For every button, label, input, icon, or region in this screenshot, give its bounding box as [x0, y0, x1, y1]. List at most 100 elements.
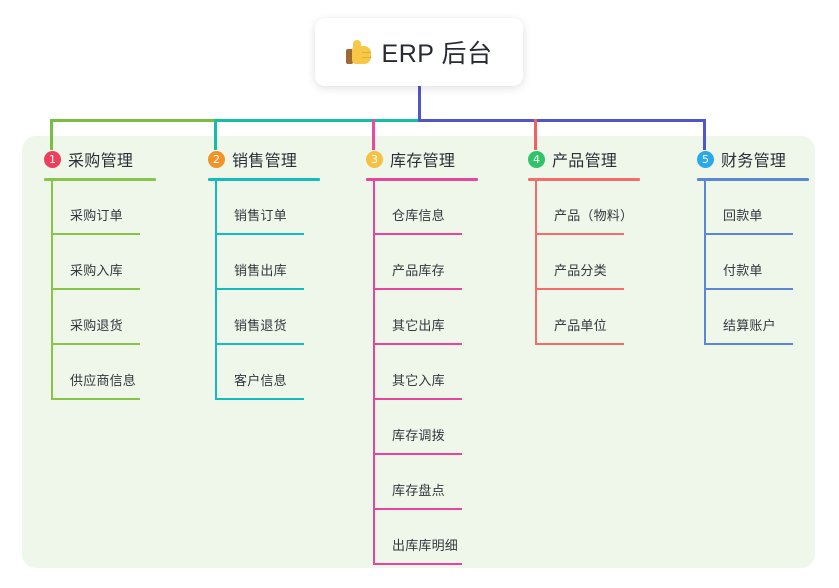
connector-drop-3 [372, 119, 375, 150]
list-item-rule [704, 343, 793, 345]
list-item-label: 产品分类 [554, 263, 607, 278]
list-item[interactable]: 付款单 [704, 235, 793, 290]
column-badge-1: 1 [44, 150, 61, 168]
list-item-rule [215, 233, 304, 235]
column-header-4[interactable]: 4 产品管理 [528, 146, 617, 172]
thumbs-up-icon [345, 40, 372, 66]
column-spine-4 [535, 180, 537, 345]
list-item[interactable]: 供应商信息 [51, 345, 140, 400]
list-item-label: 产品单位 [554, 318, 607, 333]
list-item-label: 结算账户 [723, 318, 776, 333]
mindmap-panel [22, 136, 815, 568]
list-item[interactable]: 库存盘点 [373, 455, 462, 510]
column-header-2[interactable]: 2 销售管理 [208, 146, 297, 172]
column-title-3: 库存管理 [390, 153, 456, 170]
list-item-rule [373, 343, 462, 345]
list-item-label: 库存调拨 [392, 428, 445, 443]
column-4: 4 产品管理产品（物料） 产品分类产品单位 [528, 146, 640, 345]
column-item-list-5: 回款单付款单结算账户 [704, 180, 793, 345]
column-badge-4: 4 [528, 150, 545, 168]
list-item-label: 采购入库 [70, 263, 123, 278]
column-title-2: 销售管理 [232, 153, 298, 170]
connector-drop-2 [214, 119, 217, 150]
list-item[interactable]: 产品库存 [373, 235, 462, 290]
list-item[interactable]: 采购退货 [51, 290, 140, 345]
list-item[interactable]: 其它出库 [373, 290, 462, 345]
list-item-label: 采购退货 [70, 318, 123, 333]
list-item[interactable]: 其它入库 [373, 345, 462, 400]
column-badge-3: 3 [366, 150, 383, 168]
column-header-rule-2 [208, 178, 320, 181]
list-item[interactable]: 仓库信息 [373, 180, 462, 235]
list-item-rule [373, 233, 462, 235]
list-item-rule [51, 398, 140, 400]
list-item-rule [704, 288, 793, 290]
column-spine-1 [51, 180, 53, 400]
column-header-rule-5 [697, 178, 809, 181]
list-item-label: 销售出库 [234, 263, 287, 278]
column-spine-2 [215, 180, 217, 400]
list-item[interactable]: 结算账户 [704, 290, 793, 345]
list-item-label: 出库库明细 [392, 538, 459, 553]
list-item-label: 其它出库 [392, 318, 445, 333]
list-item-label: 库存盘点 [392, 483, 445, 498]
list-item-rule [373, 563, 462, 565]
list-item[interactable]: 库存调拨 [373, 400, 462, 455]
connector-drop-4 [534, 119, 537, 150]
list-item[interactable]: 产品分类 [535, 235, 624, 290]
list-item-rule [215, 398, 304, 400]
list-item-label: 回款单 [723, 208, 763, 223]
column-header-rule-3 [366, 178, 478, 181]
list-item-rule [373, 288, 462, 290]
column-header-rule-4 [528, 178, 640, 181]
list-item[interactable]: 采购入库 [51, 235, 140, 290]
column-2: 2 销售管理销售订单销售出库销售退货客户信息 [208, 146, 320, 400]
list-item-rule [51, 233, 140, 235]
list-item-rule [373, 453, 462, 455]
column-3: 3 库存管理仓库信息产品库存其它出库其它入库库存调拨库存盘点出库库明细 [366, 146, 478, 565]
list-item[interactable]: 采购订单 [51, 180, 140, 235]
list-item[interactable]: 产品（物料） [535, 180, 633, 235]
column-badge-2: 2 [208, 150, 225, 168]
column-item-list-4: 产品（物料） 产品分类产品单位 [535, 180, 633, 345]
list-item-rule [51, 288, 140, 290]
list-item-rule [535, 233, 624, 235]
list-item-rule [51, 343, 140, 345]
column-spine-5 [704, 180, 706, 345]
column-header-3[interactable]: 3 库存管理 [366, 146, 455, 172]
list-item-rule [535, 343, 624, 345]
list-item[interactable]: 销售出库 [215, 235, 304, 290]
root-node-erp-backend[interactable]: ERP 后台 [315, 18, 523, 86]
list-item-rule [215, 343, 304, 345]
connector-bar-segment-2 [214, 119, 420, 122]
column-spine-3 [373, 180, 375, 565]
connector-bar-segment-3 [418, 119, 705, 122]
list-item[interactable]: 销售订单 [215, 180, 304, 235]
connector-drop-1 [50, 119, 53, 150]
list-item-label: 其它入库 [392, 373, 445, 388]
list-item-label: 付款单 [723, 263, 763, 278]
list-item-rule [373, 398, 462, 400]
list-item-label: 仓库信息 [392, 208, 445, 223]
list-item-label: 供应商信息 [70, 373, 137, 388]
list-item[interactable]: 出库库明细 [373, 510, 462, 565]
list-item-rule [704, 233, 793, 235]
list-item[interactable]: 回款单 [704, 180, 793, 235]
list-item-label: 产品（物料） [554, 208, 634, 223]
connector-bar-segment-1 [50, 119, 216, 122]
column-item-list-3: 仓库信息产品库存其它出库其它入库库存调拨库存盘点出库库明细 [373, 180, 462, 565]
list-item[interactable]: 客户信息 [215, 345, 304, 400]
list-item[interactable]: 销售退货 [215, 290, 304, 345]
list-item-label: 销售订单 [234, 208, 287, 223]
list-item[interactable]: 产品单位 [535, 290, 624, 345]
connector-root-stem [418, 84, 421, 122]
list-item-rule [215, 288, 304, 290]
column-header-rule-1 [44, 178, 156, 181]
list-item-label: 客户信息 [234, 373, 287, 388]
connector-drop-5 [703, 119, 706, 150]
column-title-4: 产品管理 [552, 153, 618, 170]
